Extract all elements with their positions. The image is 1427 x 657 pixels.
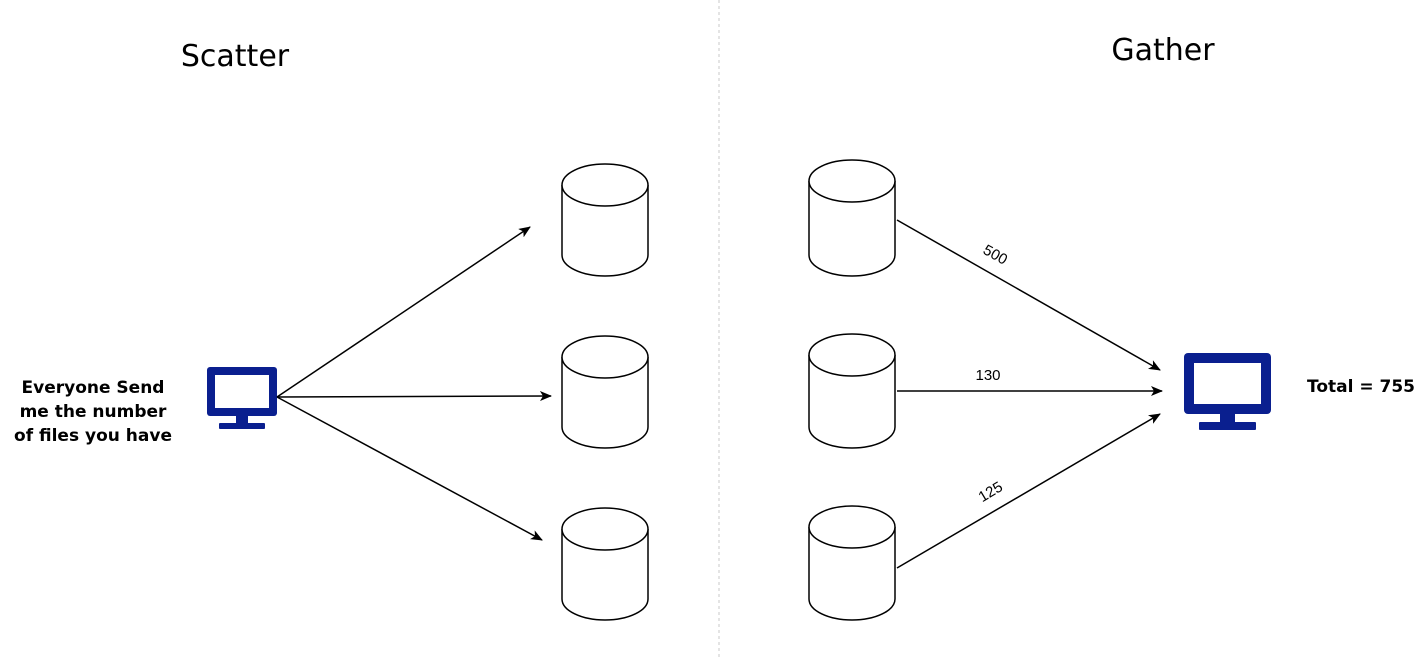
gather-database-icon-3: [808, 505, 896, 621]
scatter-database-icon-1: [561, 163, 649, 277]
scatter-database-icon-2: [561, 335, 649, 449]
edge-label-130: 130: [975, 367, 1000, 384]
scatter-request-note: Everyone Send me the number of files you…: [14, 378, 172, 446]
gather-collector-monitor-icon: [1184, 353, 1271, 430]
gather-database-icon-2: [808, 333, 896, 449]
scatter-database-icon-3: [561, 507, 649, 621]
edge-label-125: 125: [976, 478, 1006, 505]
scatter-arrow-middle: [276, 391, 552, 402]
request-line-3: of files you have: [14, 426, 172, 446]
scatter-arrow-top: [276, 226, 531, 398]
scatter-title: Scatter: [181, 39, 290, 74]
total-label: Total = 755: [1307, 377, 1415, 397]
edge-label-500: 500: [980, 242, 1010, 269]
request-line-1: Everyone Send: [22, 378, 165, 398]
scatter-arrow-bottom: [276, 396, 543, 541]
gather-arrow-top: [896, 219, 1161, 371]
gather-title: Gather: [1111, 33, 1215, 68]
scatter-client-monitor-icon: [207, 367, 277, 429]
gather-database-icon-1: [808, 159, 896, 277]
request-line-2: me the number: [20, 402, 167, 422]
gather-arrow-bottom: [896, 413, 1161, 569]
